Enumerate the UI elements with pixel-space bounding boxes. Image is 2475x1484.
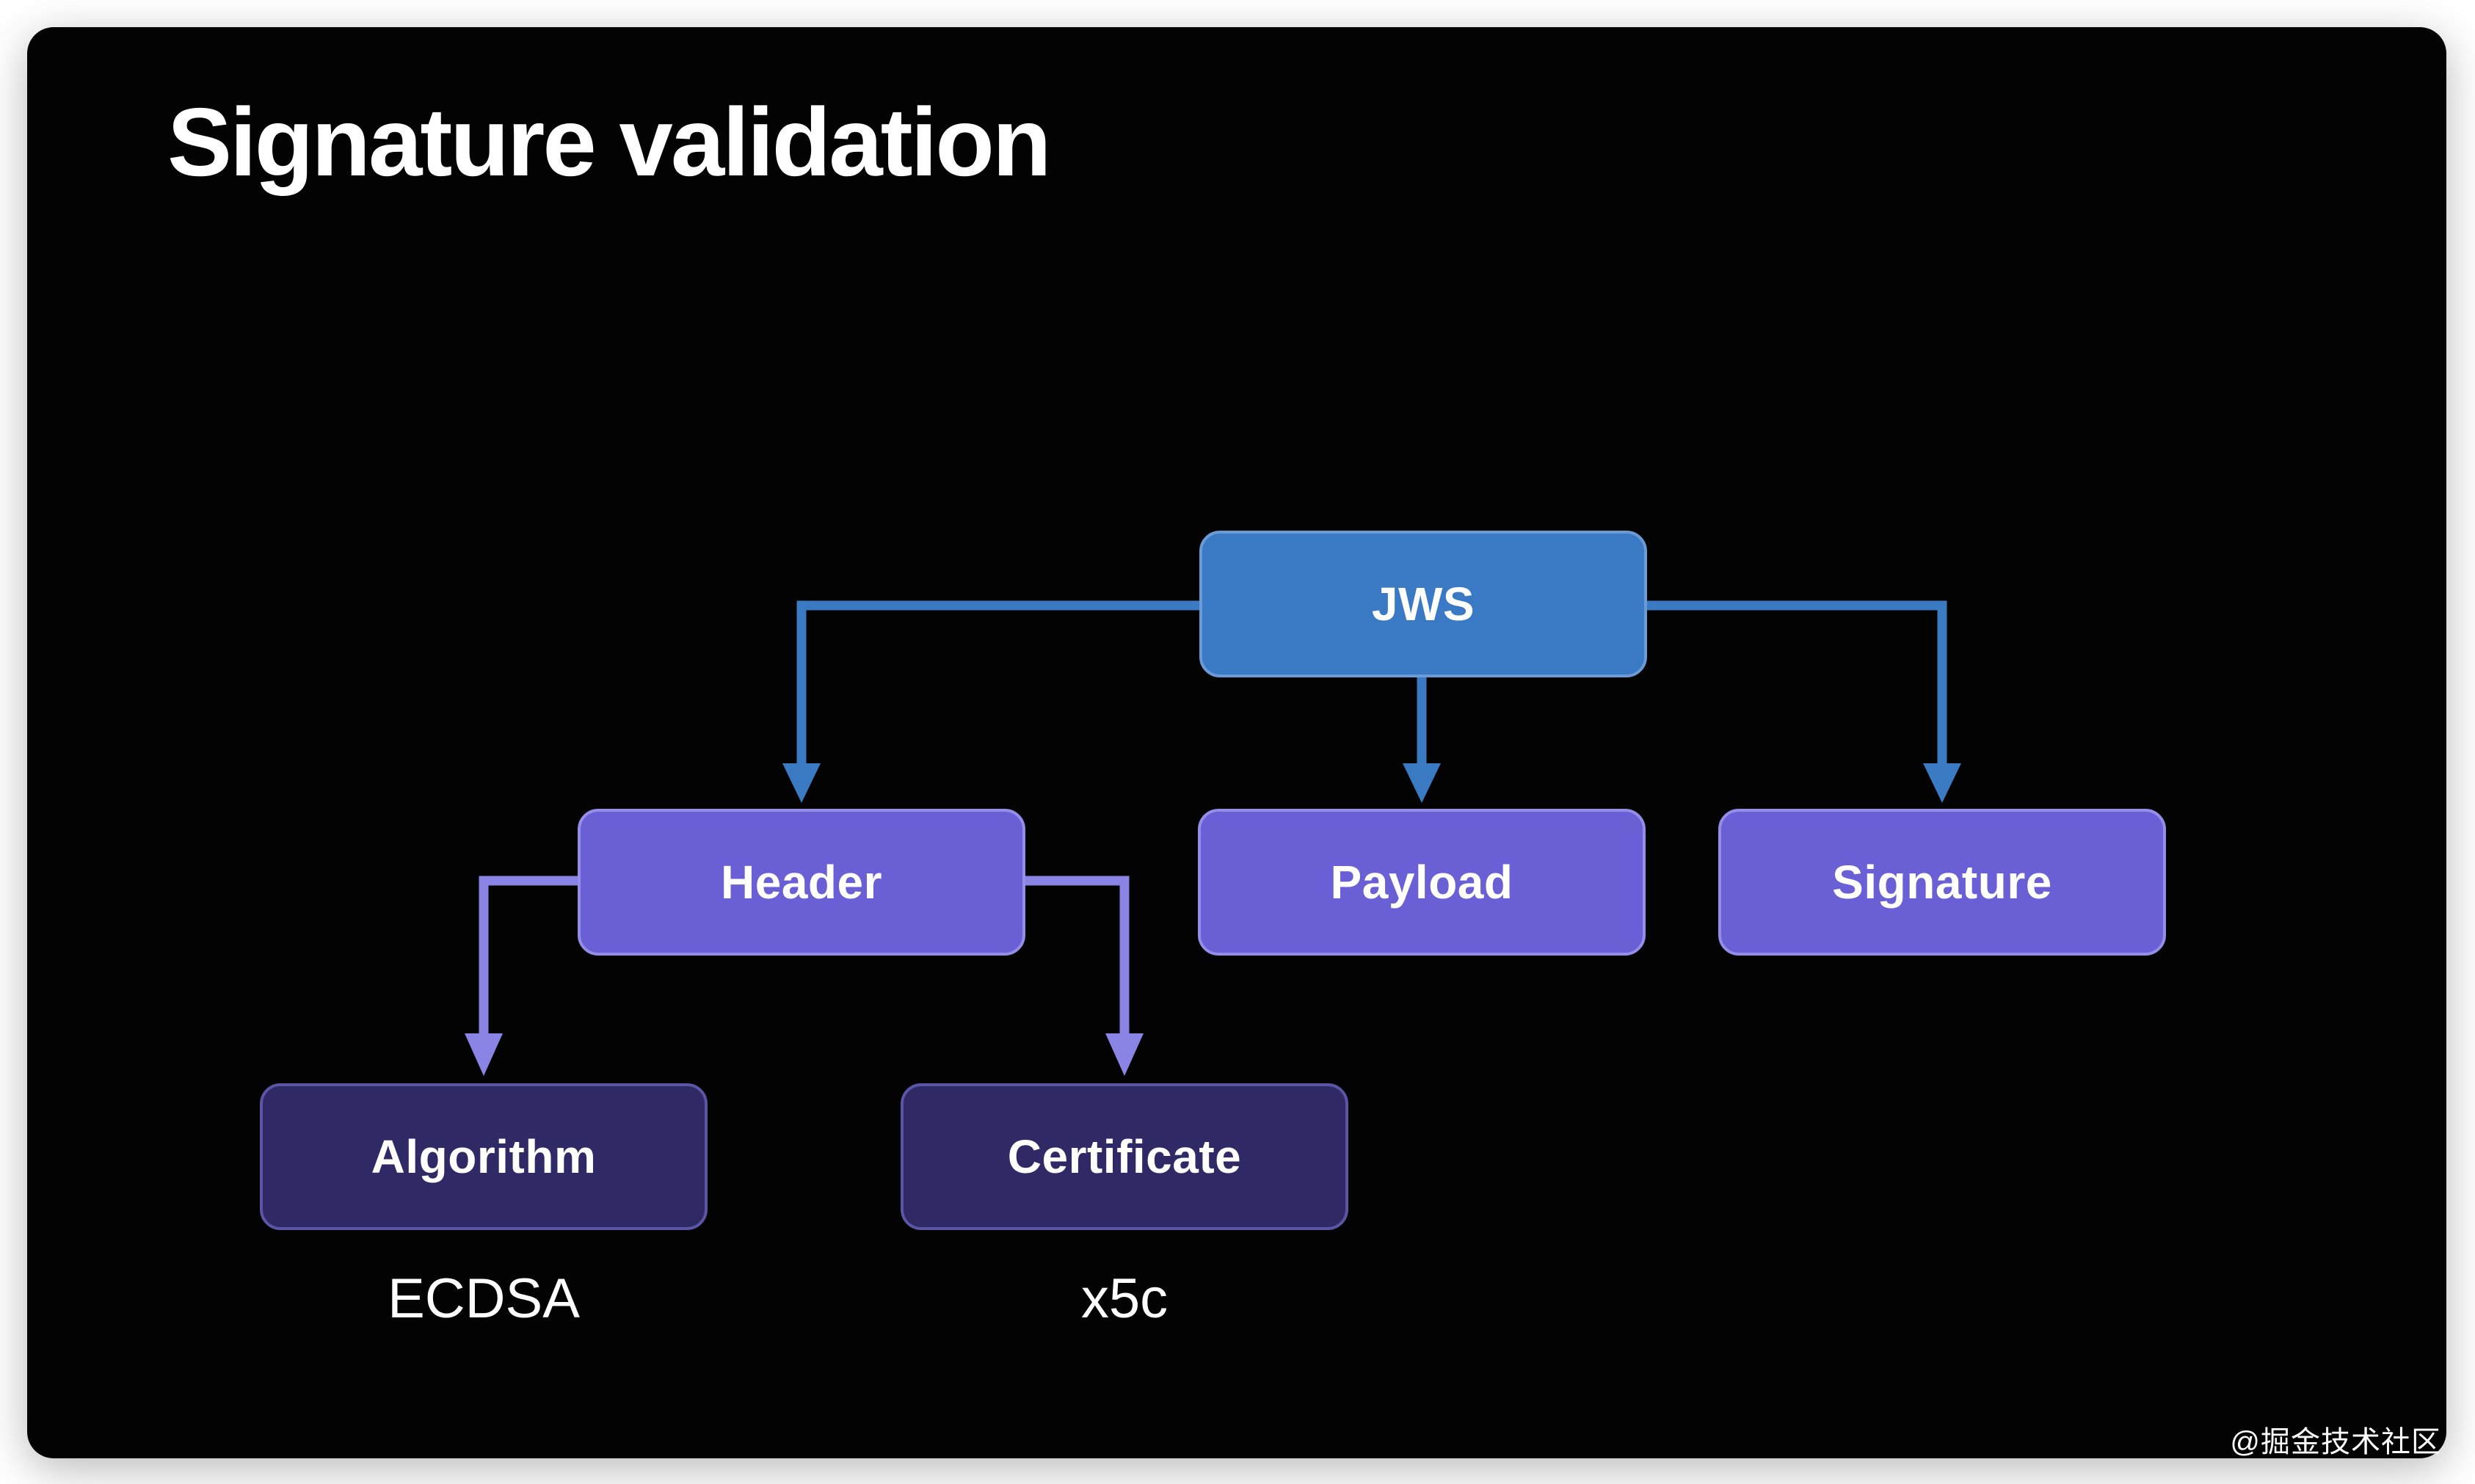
node-certificate-label: Certificate	[1007, 1130, 1242, 1183]
watermark: @掘金技术社区	[2230, 1426, 2441, 1458]
node-algorithm: Algorithm	[260, 1083, 708, 1230]
page-title: Signature validation	[167, 88, 1052, 196]
node-payload: Payload	[1198, 809, 1646, 956]
node-certificate: Certificate	[901, 1083, 1348, 1230]
node-signature-label: Signature	[1832, 856, 2052, 909]
node-signature: Signature	[1718, 809, 2166, 956]
slide-canvas	[27, 27, 2446, 1458]
node-header-label: Header	[721, 856, 882, 909]
node-header: Header	[578, 809, 1025, 956]
node-payload-label: Payload	[1330, 856, 1513, 909]
node-jws-label: JWS	[1371, 578, 1475, 630]
node-jws: JWS	[1199, 531, 1647, 677]
caption-x5c: x5c	[1080, 1267, 1169, 1330]
node-algorithm-label: Algorithm	[371, 1130, 597, 1183]
caption-ecdsa: ECDSA	[388, 1267, 580, 1330]
